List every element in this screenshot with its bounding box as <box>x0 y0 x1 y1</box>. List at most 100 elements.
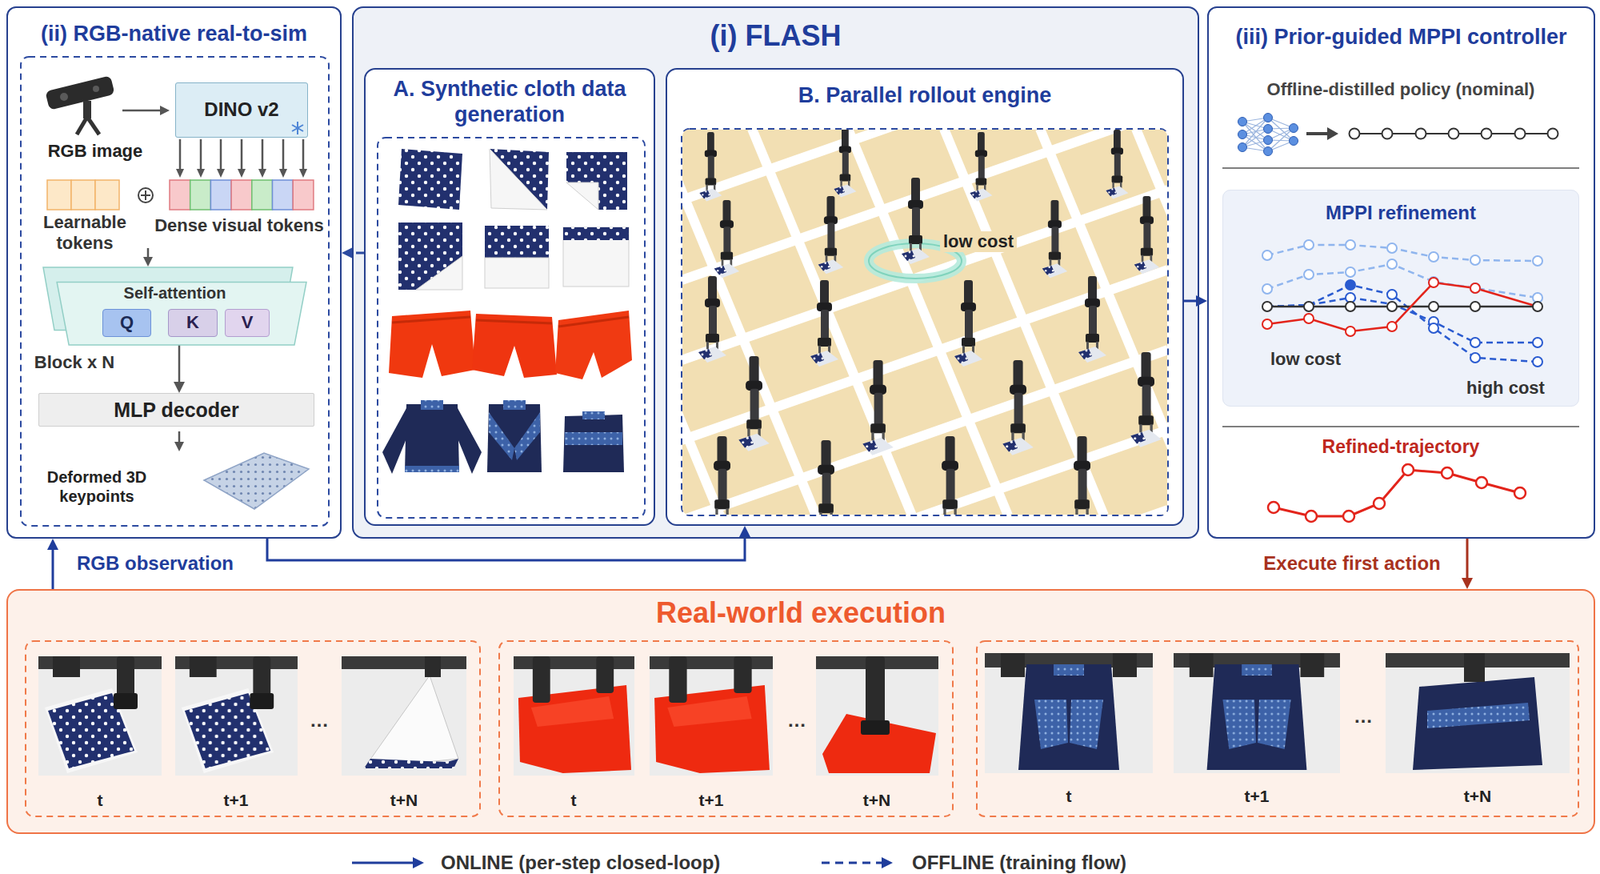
flow-arrow <box>302 139 305 170</box>
cloth-samples <box>382 408 407 474</box>
learnable-tokens <box>47 180 120 210</box>
rollout-render <box>901 177 930 264</box>
attention-block: Self-attentionQKV <box>43 267 307 345</box>
connector-line <box>1466 538 1469 578</box>
cloth-samples <box>555 310 632 380</box>
dashed-frame <box>25 640 480 816</box>
panel-title: (i) FLASH <box>710 18 842 53</box>
trajectory-label-slot: Refined-trajectory <box>1322 436 1480 459</box>
time-step: t <box>571 789 577 810</box>
panel-fill <box>364 68 656 526</box>
module-title: A. Synthetic cloth data generation <box>377 76 642 128</box>
panel-fill <box>175 82 308 138</box>
policy-network <box>1264 124 1273 134</box>
input-label-slot: RGB image <box>48 140 144 162</box>
flow-arrow <box>216 168 225 178</box>
panel-fills <box>6 6 1596 834</box>
block-outline <box>56 281 307 345</box>
sampled-trajectories <box>1267 282 1538 332</box>
legend-text-slot: OFFLINE (training flow) <box>912 851 1127 874</box>
cloth-samples <box>558 316 629 327</box>
rollout-render <box>810 440 842 515</box>
legend-text: OFFLINE (training flow) <box>912 851 1127 874</box>
nominal-trajectory <box>1548 128 1559 140</box>
flow-arrow <box>299 168 308 178</box>
dashed-frame <box>20 56 1168 526</box>
cloth-samples <box>382 148 632 474</box>
legend-text: ONLINE (per-step closed-loop) <box>440 851 720 874</box>
flow-arrow <box>178 431 181 442</box>
flow-arrow <box>179 139 182 170</box>
panel-fill <box>6 6 342 539</box>
execution-photo <box>513 656 635 776</box>
sampled-trajectories <box>1428 301 1439 312</box>
module-box: A. Synthetic cloth data generation <box>364 68 656 526</box>
sampled-trajectories <box>1345 280 1543 367</box>
ellipsis: … <box>1353 704 1373 728</box>
policy-network <box>1264 147 1273 156</box>
sampled-trajectories <box>1262 250 1272 260</box>
time-step-slot: t <box>571 789 577 810</box>
cloth-samples <box>404 465 460 472</box>
rollout-render <box>934 436 966 515</box>
cloth-samples <box>457 408 482 474</box>
refined-trajectory <box>1268 501 1280 513</box>
query-box: Q <box>102 308 152 337</box>
visual-tokens <box>272 180 294 210</box>
nominal-trajectory <box>1349 128 1559 140</box>
rollout-render <box>699 132 722 201</box>
sampled-trajectories <box>1470 352 1480 363</box>
sampled-trajectories <box>1304 269 1314 280</box>
visual-tokens <box>292 180 314 210</box>
rollout-render <box>682 129 816 515</box>
visual-tokens <box>169 180 191 210</box>
arrow-head <box>47 538 59 550</box>
ellipsis: … <box>309 708 329 732</box>
sampled-trajectories <box>1262 277 1480 336</box>
sampled-trajectories <box>1262 284 1272 294</box>
learnable-tokens <box>95 180 120 210</box>
dashed-frame <box>976 640 1579 816</box>
sampled-trajectories <box>1267 297 1538 343</box>
camera-icon <box>44 75 115 135</box>
rollout-render <box>1040 129 1168 515</box>
cloth-samples <box>563 414 624 472</box>
flow-arrow <box>174 441 184 452</box>
time-step: t+1 <box>224 789 249 810</box>
cost-label: high cost <box>1466 377 1545 399</box>
policy-label: Offline-distilled policy (nominal) <box>1267 79 1536 100</box>
arrow-head <box>173 381 185 393</box>
rollout-render <box>954 280 983 367</box>
time-step: t <box>97 789 104 810</box>
time-step: t+N <box>863 789 891 810</box>
panel-fill <box>6 588 1596 834</box>
visual-tokens <box>210 180 232 210</box>
refined-trajectory <box>1402 464 1414 476</box>
cloth-samples <box>582 411 605 420</box>
policy-network <box>1238 113 1299 156</box>
sampled-trajectories <box>1470 283 1480 293</box>
repeat-label: Block x N <box>34 352 115 373</box>
cloth-samples <box>487 404 542 472</box>
legend-sample <box>352 861 413 864</box>
separator <box>1222 168 1580 427</box>
box-label: MLP decoder <box>113 397 240 422</box>
panel-fill <box>38 392 315 427</box>
snowflake-icon <box>292 124 304 132</box>
connector-line <box>52 549 55 589</box>
concat-symbol <box>138 188 153 203</box>
output-label-slot: Deformed 3D keypoints <box>36 467 157 506</box>
visual-tokens <box>252 180 273 210</box>
sampled-trajectories <box>1387 321 1397 332</box>
sampled-trajectories <box>1532 301 1543 312</box>
connector-line <box>352 252 364 255</box>
cloth-samples <box>484 225 549 258</box>
rollout-render <box>714 200 740 278</box>
input-label: RGB image <box>48 140 144 162</box>
box-label: K <box>186 312 200 333</box>
refined-trajectory <box>1441 467 1453 479</box>
rollout-render <box>810 280 839 367</box>
refined-trajectory <box>1305 510 1317 522</box>
edge-label-slot: RGB observation <box>76 552 234 576</box>
